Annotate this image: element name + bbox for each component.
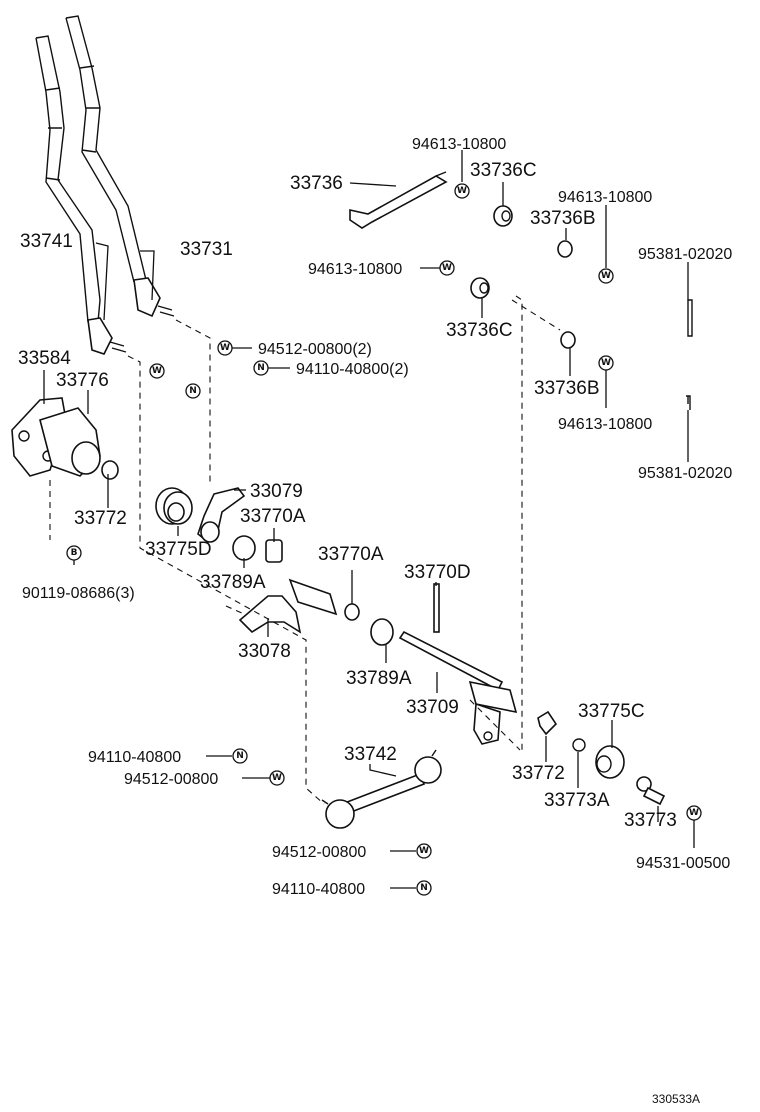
washer-symbol-text: W [152,366,162,376]
label-33742: 33742 [344,744,397,765]
boot-33775d [155,487,193,525]
alignment-lines [49,295,561,805]
label-33584: 33584 [18,348,71,369]
boot-33775c [595,745,625,779]
nut-symbol-text: N [420,883,428,893]
rod-33736 [349,171,448,229]
retainer-33584 [11,397,119,480]
label-33770d: 33770D [404,562,471,583]
label-33775c: 33775C [578,701,645,722]
washer-symbol: W [598,268,614,284]
bushing-33736b-top [557,240,573,258]
label-33773a: 33773A [544,790,610,811]
bushing-33789a-lower [370,618,394,646]
lever-33078 [238,578,338,634]
bolt-symbol: B [66,545,82,561]
label-33773: 33773 [624,810,677,831]
bushing-33736b-mid [560,331,576,349]
label-94110-40800-bottom: 94110-40800 [272,881,365,898]
label-33789a-lower: 33789A [346,668,412,689]
label-33079: 33079 [250,481,303,502]
label-33776: 33776 [56,370,109,391]
washer-symbol-text: W [442,263,452,273]
washer-symbol-text: W [689,808,699,818]
shaft-33709 [398,630,518,745]
label-33772-left: 33772 [74,508,127,529]
label-94613-10800-middle: 94613-10800 [308,261,402,278]
label-94531-00500: 94531-00500 [636,855,730,872]
bushing-33789a-upper [232,535,256,561]
label-94613-10800-right-upper: 94613-10800 [558,189,652,206]
arm-33079 [197,487,246,544]
shift-lever-33741 [35,35,127,355]
label-33736b-middle: 33736B [534,378,600,399]
nut-symbol-text: N [257,363,265,373]
label-33731: 33731 [180,239,233,260]
pin-33770d [433,583,440,633]
label-94512-00800-2: 94512-00800(2) [258,341,372,358]
clip-33772-right [537,710,558,736]
collar-33770a-upper [265,539,283,563]
shift-lever-33731 [65,15,175,318]
label-94110-40800-2: 94110-40800(2) [296,361,409,378]
collar-33770a-lower [344,603,360,621]
washer-symbol: W [454,183,470,199]
nut-symbol-text: N [236,751,244,761]
label-95381-02020-top: 95381-02020 [638,246,732,263]
washer-symbol-text: W [457,186,467,196]
label-33736c-middle: 33736C [446,320,513,341]
label-94512-00800-left: 94512-00800 [124,771,218,788]
bushing-33736c-mid [470,277,490,299]
nut-symbol: N [185,383,201,399]
label-33736b-top: 33736B [530,208,596,229]
bushing-33736c-top [493,205,513,227]
label-33736: 33736 [290,173,343,194]
washer-symbol: W [416,843,432,859]
nut-symbol: N [253,360,269,376]
washer-symbol: W [217,340,233,356]
nut-symbol-text: N [189,386,197,396]
cotter-pin-95381-bottom [686,395,691,410]
label-33772-right: 33772 [512,763,565,784]
rod-33742 [321,749,442,829]
label-90119-08686: 90119-08686(3) [22,585,135,602]
label-33770a-upper: 33770A [240,506,306,527]
washer-symbol-text: W [601,358,611,368]
washer-symbol: W [598,355,614,371]
label-33789a-upper: 33789A [200,572,266,593]
washer-symbol-text: W [601,271,611,281]
label-94512-00800-bottom: 94512-00800 [272,844,366,861]
label-33770a-lower: 33770A [318,544,384,565]
washer-symbol: W [149,363,165,379]
cotter-pin-95381-top [687,299,693,337]
nut-symbol: N [416,880,432,896]
label-94110-40800-left: 94110-40800 [88,749,181,766]
washer-symbol: W [686,805,702,821]
ball-stud-33773 [636,776,666,806]
washer-symbol: W [439,260,455,276]
label-33741: 33741 [20,231,73,252]
label-33775d: 33775D [145,539,212,560]
washer-symbol-text: W [272,773,282,783]
label-94613-10800-right-lower: 94613-10800 [558,416,652,433]
label-95381-02020-bottom: 95381-02020 [638,465,732,482]
circlip-33773a [572,738,586,752]
washer-symbol: W [269,770,285,786]
label-94613-10800-top: 94613-10800 [412,136,506,153]
label-33078: 33078 [238,641,291,662]
bolt-symbol-text: B [71,548,78,558]
figure-code: 330533A [652,1092,700,1106]
label-33736c-top: 33736C [470,160,537,181]
washer-symbol-text: W [419,846,429,856]
washer-symbol-text: W [220,343,230,353]
nut-symbol: N [232,748,248,764]
label-33709: 33709 [406,697,459,718]
